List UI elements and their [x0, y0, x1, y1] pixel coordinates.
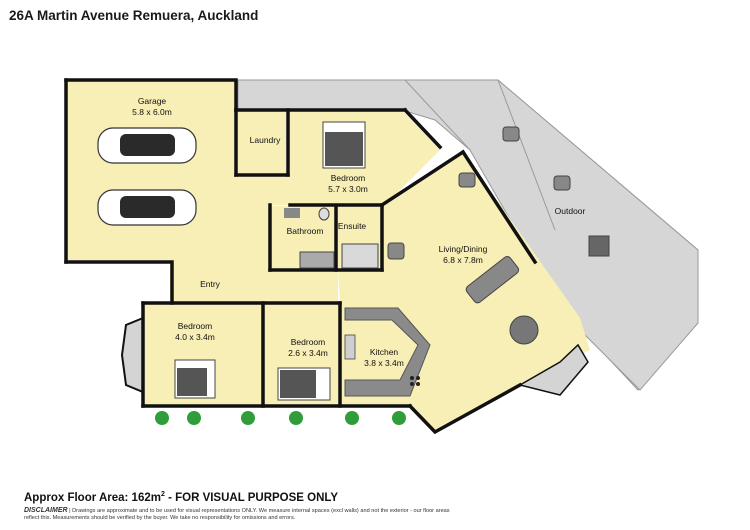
floor-area-text: Approx Floor Area: 162m: [24, 491, 161, 504]
master-bedroom-dims: 5.7 x 3.0m: [328, 184, 368, 194]
toilet-icon: [318, 207, 330, 221]
garage-room: [66, 80, 236, 260]
hall-room: [180, 175, 290, 270]
vanity-icon: [284, 208, 300, 218]
bedroom-3-label: Bedroom: [291, 337, 326, 347]
bed-icon-master: [322, 121, 366, 169]
armchair-icon-outdoor-3: [553, 175, 571, 191]
tree-icon: [392, 411, 406, 425]
bed-icon-bedroom-3: [277, 367, 331, 401]
disclaimer: DISCLAIMER | Drawings are approximate an…: [24, 507, 464, 522]
bed-icon-bedroom-2: [174, 359, 216, 399]
bedroom-3-dims: 2.6 x 3.4m: [288, 348, 328, 358]
bedroom-2-label: Bedroom: [178, 321, 213, 331]
floor-area: Approx Floor Area: 162m2 - FOR VISUAL PU…: [24, 491, 338, 504]
kitchen-counter: [344, 307, 431, 397]
bathtub-icon: [299, 251, 335, 269]
floor-area-note: - FOR VISUAL PURPOSE ONLY: [164, 491, 339, 504]
living-room: [338, 152, 590, 432]
armchair-icon-living: [387, 242, 405, 260]
garage-label: Garage: [138, 96, 167, 106]
armchair-icon-outdoor-1: [458, 172, 476, 188]
tree-icon: [241, 411, 255, 425]
garden-trees: [155, 411, 406, 425]
living-dims: 6.8 x 7.8m: [443, 255, 483, 265]
ensuite-label: Ensuite: [338, 221, 367, 231]
outdoor-table-icon: [588, 235, 610, 257]
car-icon-2: [97, 189, 197, 226]
shower-icon: [341, 243, 379, 269]
tree-icon: [155, 411, 169, 425]
floor-area-unit: 2: [160, 491, 165, 498]
master-bedroom-label: Bedroom: [331, 173, 366, 183]
laundry-label: Laundry: [250, 135, 281, 145]
armchair-icon-outdoor-2: [502, 126, 520, 142]
bedroom-2-dims: 4.0 x 3.4m: [175, 332, 215, 342]
outdoor-label: Outdoor: [555, 206, 586, 216]
disclaimer-text: | Drawings are approximate and to be use…: [24, 508, 450, 521]
cooktop: [410, 376, 420, 386]
bay-window-left: [120, 316, 144, 394]
disclaimer-title: DISCLAIMER: [24, 507, 68, 514]
kitchen-dims: 3.8 x 3.4m: [364, 358, 404, 368]
tree-icon: [187, 411, 201, 425]
dining-table-icon: [509, 315, 539, 345]
floor-plan: Garage 5.8 x 6.0m Laundry Bedroom 5.7 x …: [64, 78, 699, 435]
car-icon-1: [97, 127, 197, 164]
bathroom-label: Bathroom: [287, 226, 324, 236]
bay-window-right: [518, 343, 589, 396]
garage-dims: 5.8 x 6.0m: [132, 107, 172, 117]
kitchen-label: Kitchen: [370, 347, 399, 357]
laundry-room: [236, 110, 286, 175]
tree-icon: [289, 411, 303, 425]
sofa-icon: [465, 255, 520, 304]
tree-icon: [345, 411, 359, 425]
entry-label: Entry: [200, 279, 221, 289]
entry-room: [170, 260, 338, 303]
kitchen-sink: [344, 334, 356, 360]
property-address: 26A Martin Avenue Remuera, Auckland: [9, 8, 259, 23]
living-label: Living/Dining: [439, 244, 488, 254]
